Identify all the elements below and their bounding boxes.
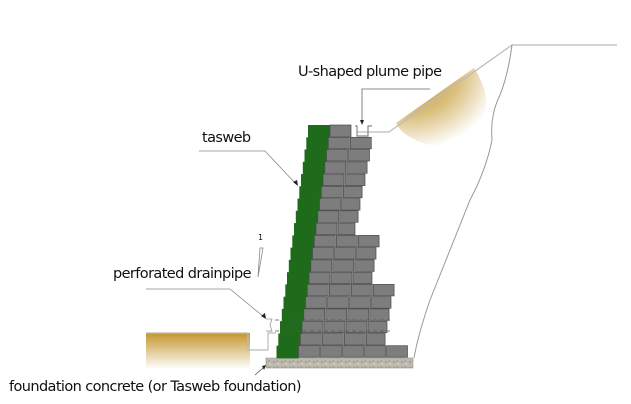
foundation-leader xyxy=(254,367,264,376)
plume-pipe-leader xyxy=(361,88,430,124)
wall-block xyxy=(320,185,343,199)
wall-block xyxy=(342,185,363,199)
wall-block xyxy=(301,320,324,334)
wall-block xyxy=(324,161,347,174)
wall-block xyxy=(369,308,390,321)
tasweb-arrow-icon xyxy=(293,180,298,186)
wall-block xyxy=(345,320,368,334)
wall-block xyxy=(322,173,345,186)
wall-block xyxy=(312,247,334,260)
wall-block xyxy=(303,308,326,321)
slope-ratio-icon xyxy=(257,247,264,278)
tasweb-layer xyxy=(306,137,329,150)
tasweb-layer xyxy=(297,198,320,212)
wall-block xyxy=(315,222,338,235)
front-ground-line xyxy=(146,332,276,351)
slope-ratio-label: 1 xyxy=(258,233,263,242)
wall-block xyxy=(313,235,336,248)
plume-pipe-arrow-icon xyxy=(360,120,364,125)
wall-block xyxy=(386,345,408,358)
front-soil xyxy=(146,333,250,369)
wall-block xyxy=(342,345,364,358)
wall-block xyxy=(306,284,329,297)
tasweb-layer xyxy=(278,333,301,347)
tasweb-layer xyxy=(280,321,302,334)
wall-block xyxy=(323,320,346,334)
plume-pipe-label: U-shaped plume pipe xyxy=(298,64,442,80)
tasweb-layer xyxy=(290,247,313,261)
wall-block xyxy=(334,247,356,260)
foundation-arrow-icon xyxy=(262,365,266,370)
tasweb-layer xyxy=(285,284,308,298)
slope-line xyxy=(357,44,617,133)
wall-block xyxy=(310,259,333,272)
tasweb-layer xyxy=(276,345,299,359)
wall-block xyxy=(364,345,386,358)
foundation-concrete xyxy=(265,357,414,369)
wall-block xyxy=(354,259,375,272)
wall-block xyxy=(330,271,353,285)
wall-block xyxy=(335,235,358,248)
wall-block xyxy=(320,345,342,358)
wall-block xyxy=(337,222,356,235)
wall-block xyxy=(299,333,322,346)
wall-block xyxy=(350,284,373,297)
drainpipe-leader xyxy=(146,288,265,318)
tasweb-label: tasweb xyxy=(202,130,251,146)
tasweb-layer xyxy=(299,186,322,199)
tasweb-layer xyxy=(294,223,316,236)
drainpipe-arrow-icon xyxy=(261,313,266,319)
wall-block xyxy=(349,136,372,150)
drainpipe-label: perforated drainpipe xyxy=(113,266,252,282)
foundation-label: foundation concrete (or Tasweb foundatio… xyxy=(9,379,301,395)
tasweb-layer xyxy=(288,259,311,273)
wall-block xyxy=(346,161,368,174)
wall-block xyxy=(329,124,352,137)
wall-block xyxy=(326,149,348,162)
tasweb-layer xyxy=(295,210,318,224)
tasweb-layer xyxy=(281,308,304,322)
wall-block xyxy=(308,271,331,285)
tasweb-layer xyxy=(287,272,309,285)
tasweb-layer xyxy=(301,174,323,187)
wall-block xyxy=(371,296,392,309)
drain-outlet xyxy=(266,318,273,332)
wall-block xyxy=(332,259,355,272)
wall-block xyxy=(325,308,348,321)
wall-block xyxy=(365,333,386,346)
wall-block xyxy=(328,284,351,297)
tasweb-layer xyxy=(308,125,330,138)
wall-block xyxy=(339,210,359,223)
wall-block xyxy=(341,198,361,211)
wall-block xyxy=(319,198,341,211)
wall-block xyxy=(348,149,370,162)
wall-block xyxy=(327,136,350,150)
wall-block xyxy=(357,235,380,248)
wall-block xyxy=(343,333,366,346)
backfill-soil xyxy=(396,68,487,147)
wall-block xyxy=(298,345,320,358)
tasweb-layer xyxy=(302,161,325,175)
wall-block xyxy=(321,333,344,346)
tasweb-layer xyxy=(283,296,306,310)
block-wall xyxy=(298,124,408,358)
tasweb-leader xyxy=(199,150,297,185)
tasweb-layer xyxy=(304,149,327,163)
wall-block xyxy=(317,210,340,223)
excavation-line xyxy=(413,44,513,359)
wall-block xyxy=(349,296,371,309)
wall-block xyxy=(305,296,327,309)
wall-block xyxy=(344,173,366,186)
wall-block xyxy=(372,284,395,297)
wall-block xyxy=(352,271,373,285)
wall-block xyxy=(367,320,388,334)
tasweb-layer xyxy=(292,235,315,249)
wall-block xyxy=(347,308,370,321)
wall-block xyxy=(356,247,377,260)
tasweb-facing xyxy=(276,125,330,359)
wall-block xyxy=(327,296,349,309)
u-shaped-plume-pipe xyxy=(355,125,372,137)
